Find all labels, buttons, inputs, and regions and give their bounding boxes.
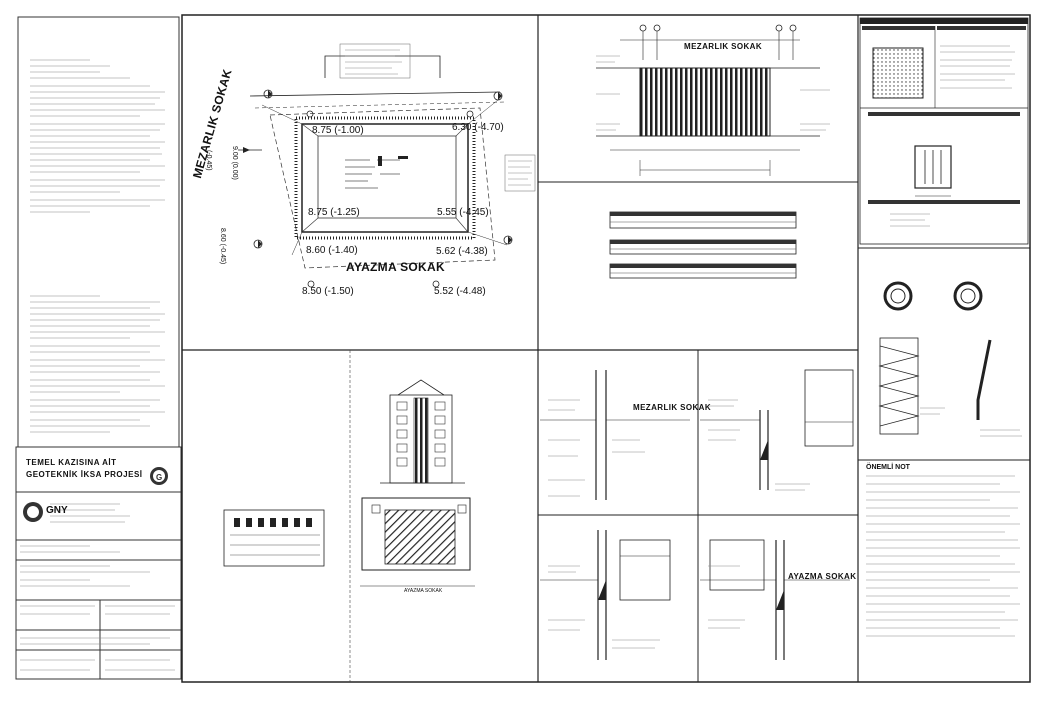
elevation-se-outer: 5.62 (-4.38) — [436, 246, 488, 257]
street-label-ayazma: AYAZMA SOKAK — [346, 260, 445, 274]
elevation-sw-inner: 8.75 (-1.25) — [308, 207, 360, 218]
project-title-line1: TEMEL KAZISINA AİT — [26, 458, 117, 467]
section-title-mezarlik-mid: MEZARLIK SOKAK — [633, 403, 712, 412]
section-title-ayazma-bottom: AYAZMA SOKAK — [788, 572, 857, 581]
company-logo: GNY — [46, 505, 68, 516]
elevation-sw-outer: 8.60 (-1.40) — [306, 245, 358, 256]
elevation-se-inner: 5.55 (-4.45) — [437, 207, 489, 218]
elevation-left-2: 8.60 (-0.45) — [219, 228, 226, 265]
elevation-left-3: (-0.45) — [205, 150, 212, 171]
elevation-ne: 6.30 (-4.70) — [452, 122, 504, 133]
section-title-mezarlik-top: MEZARLIK SOKAK — [684, 42, 763, 51]
elevation-bottom-right: 5.52 (-4.48) — [434, 286, 486, 297]
elevation-left-1: 9.00 (0.00) — [231, 146, 238, 180]
svg-text:G: G — [156, 473, 162, 482]
elevation-nw: 8.75 (-1.00) — [312, 125, 364, 136]
plan-label-ayazma: AYAZMA SOKAK — [404, 588, 443, 594]
project-title-line2: GEOTEKNİK İKSA PROJESİ — [26, 470, 143, 479]
elevation-bottom-left: 8.50 (-1.50) — [302, 286, 354, 297]
notes-heading: ÖNEMLİ NOT — [866, 464, 910, 471]
